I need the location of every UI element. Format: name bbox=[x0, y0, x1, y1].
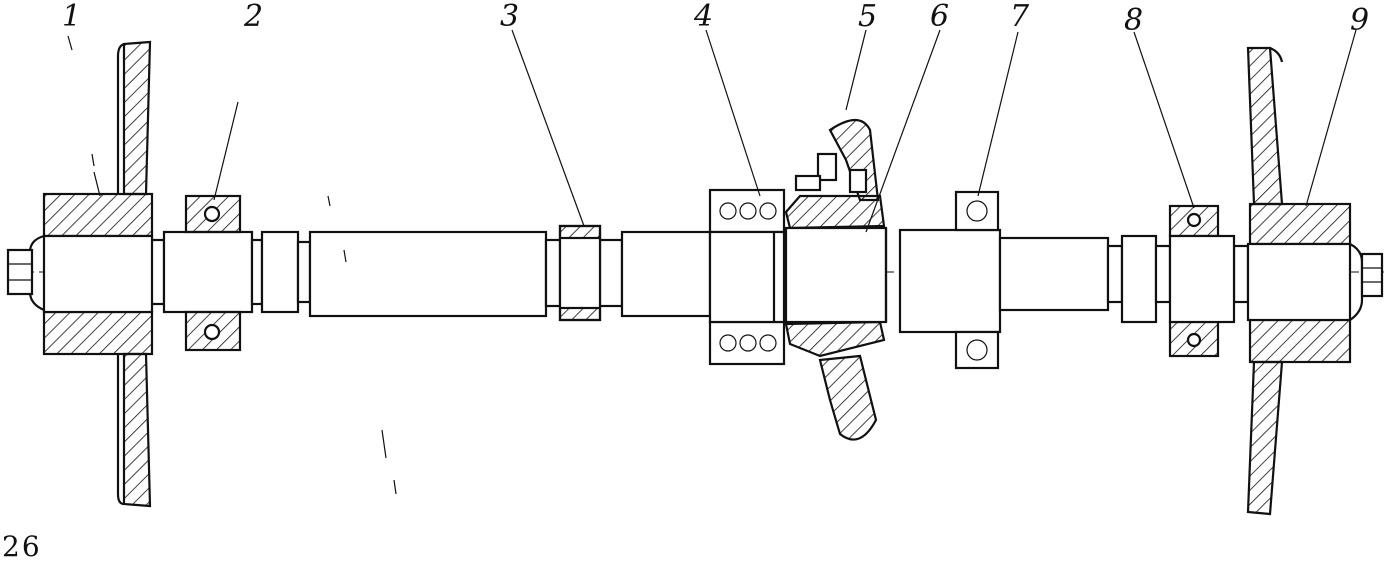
leader-9 bbox=[1305, 29, 1357, 207]
leader-1 bbox=[67, 35, 73, 51]
leader-2 bbox=[213, 101, 239, 201]
callout-9: 9 bbox=[1350, 3, 1369, 38]
callout-6: 6 bbox=[930, 0, 949, 34]
callout-7: 7 bbox=[1010, 0, 1030, 34]
left-bearing bbox=[184, 194, 242, 352]
right-bearing bbox=[1168, 204, 1236, 358]
left-pulley bbox=[28, 40, 154, 508]
leader-4 bbox=[705, 29, 761, 197]
callout-numbers: 1 2 3 4 5 6 7 8 9 bbox=[62, 0, 1369, 38]
shaft-sleeve bbox=[898, 228, 1002, 334]
shaft-journal-left bbox=[162, 230, 254, 314]
leader-5 bbox=[845, 29, 867, 111]
page-number: 26 bbox=[2, 530, 42, 563]
coupling-ring bbox=[558, 224, 602, 322]
leader-6 bbox=[865, 29, 941, 233]
leader-lines bbox=[67, 29, 1357, 233]
right-pulley bbox=[1246, 46, 1364, 516]
shaft-main-section bbox=[308, 230, 548, 318]
callout-2: 2 bbox=[243, 0, 263, 34]
left-hub-bottom bbox=[42, 310, 154, 356]
callout-3: 3 bbox=[500, 0, 519, 34]
right-center-bearing bbox=[954, 190, 1000, 370]
callout-8: 8 bbox=[1124, 3, 1143, 38]
callout-4: 4 bbox=[693, 0, 713, 34]
callout-1: 1 bbox=[62, 0, 81, 34]
leader-8 bbox=[1133, 31, 1195, 209]
leader-3 bbox=[511, 29, 585, 227]
center-hub bbox=[784, 118, 888, 441]
left-nut bbox=[6, 248, 34, 296]
left-hub-top bbox=[42, 192, 154, 238]
right-nut bbox=[1360, 252, 1384, 298]
shaft bbox=[148, 228, 1250, 334]
leader-7 bbox=[977, 31, 1019, 197]
callout-5: 5 bbox=[858, 0, 877, 34]
center-bearing bbox=[708, 188, 786, 366]
